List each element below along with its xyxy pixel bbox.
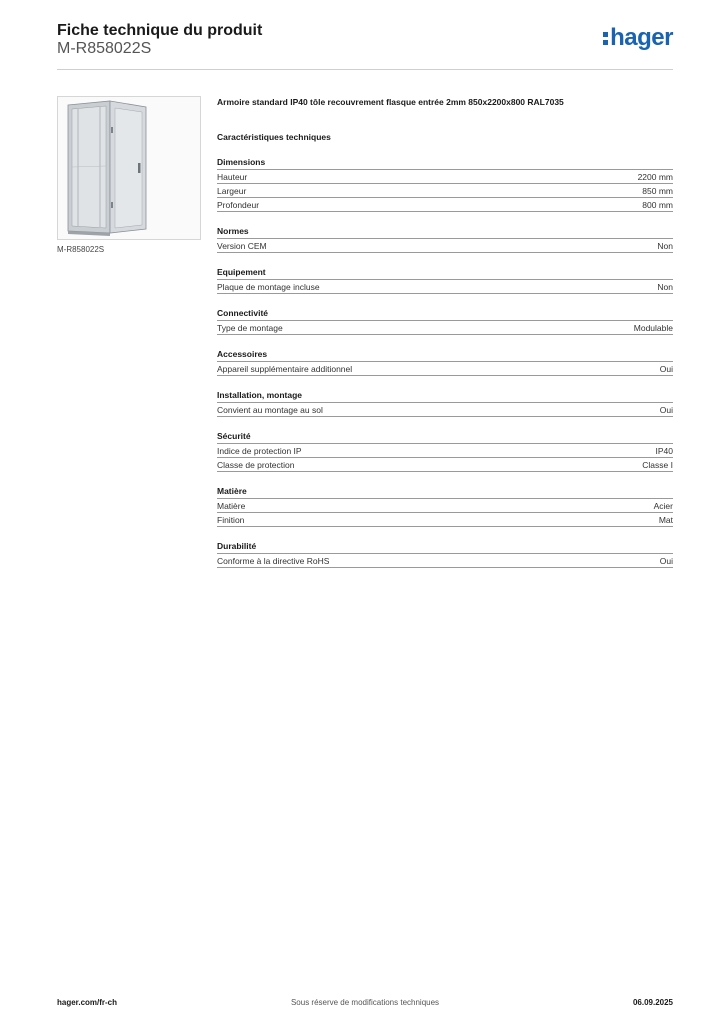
spec-value: Oui [659, 364, 673, 374]
spec-value: 850 mm [642, 186, 673, 196]
section-title: Dimensions [217, 156, 673, 170]
section-accessoires: Accessoires Appareil supplémentaire addi… [217, 348, 673, 376]
spec-value: Non [657, 282, 673, 292]
image-caption: M-R858022S [57, 245, 105, 254]
spec-value: Non [657, 241, 673, 251]
spec-label: Convient au montage au sol [217, 405, 323, 415]
section-title: Equipement [217, 266, 673, 280]
footer-website-link[interactable]: hager.com/fr-ch [57, 998, 118, 1007]
spec-label: Largeur [217, 186, 247, 196]
spec-label: Indice de protection IP [217, 446, 302, 456]
section-securite: Sécurité Indice de protection IP IP40 Cla… [217, 430, 673, 472]
spec-row: Appareil supplémentaire additionnel Oui [217, 362, 673, 376]
section-equipement: Equipement Plaque de montage incluse Non [217, 266, 673, 294]
spec-label: Matière [217, 501, 246, 511]
spec-value: Acier [653, 501, 673, 511]
section-title: Connectivité [217, 307, 673, 321]
section-title: Installation, montage [217, 389, 673, 403]
spec-row: Type de montage Modulable [217, 321, 673, 335]
technical-characteristics-title: Caractéristiques techniques [217, 132, 331, 142]
footer-notice: Sous réserve de modifications techniques [290, 998, 440, 1007]
section-title: Accessoires [217, 348, 673, 362]
spec-value: 2200 mm [637, 172, 673, 182]
spec-row: Classe de protection Classe I [217, 458, 673, 472]
section-title: Sécurité [217, 430, 673, 444]
section-durabilite: Durabilité Conforme à la directive RoHS O… [217, 540, 673, 568]
spec-value: Mat [658, 515, 673, 525]
document-title: Fiche technique du produit [57, 22, 263, 39]
spec-row: Largeur 850 mm [217, 184, 673, 198]
spec-label: Plaque de montage incluse [217, 282, 320, 292]
section-installation: Installation, montage Convient au montag… [217, 389, 673, 417]
spec-label: Conforme à la directive RoHS [217, 556, 330, 566]
spec-row: Plaque de montage incluse Non [217, 280, 673, 294]
spec-label: Profondeur [217, 200, 260, 210]
spec-row: Convient au montage au sol Oui [217, 403, 673, 417]
spec-label: Version CEM [217, 241, 267, 251]
section-title: Durabilité [217, 540, 673, 554]
section-normes: Normes Version CEM Non [217, 225, 673, 253]
cabinet-image [57, 96, 201, 240]
spec-row: Version CEM Non [217, 239, 673, 253]
footer-date: 06.09.2025 [632, 998, 673, 1007]
cabinet-image-icon [67, 100, 147, 236]
spec-label: Hauteur [217, 172, 248, 182]
spec-value: Oui [659, 556, 673, 566]
logo-dots-icon [603, 26, 609, 48]
spec-value: 800 mm [642, 200, 673, 210]
spec-label: Type de montage [217, 323, 283, 333]
product-description: Armoire standard IP40 tôle recouvrement … [217, 97, 564, 107]
spec-label: Appareil supplémentaire additionnel [217, 364, 353, 374]
section-title: Matière [217, 485, 673, 499]
document-header: Fiche technique du produit M-R858022S ha… [57, 22, 673, 70]
spec-row: Finition Mat [217, 513, 673, 527]
spec-value: Classe I [642, 460, 673, 470]
brand-logo: hager [603, 26, 673, 50]
brand-logo-text: hager [610, 24, 673, 51]
spec-row: Matière Acier [217, 499, 673, 513]
spec-label: Finition [217, 515, 245, 525]
spec-value: IP40 [655, 446, 674, 456]
spec-label: Classe de protection [217, 460, 295, 470]
spec-value: Modulable [633, 323, 673, 333]
spec-row: Profondeur 800 mm [217, 198, 673, 212]
spec-value: Oui [659, 405, 673, 415]
spec-row: Hauteur 2200 mm [217, 170, 673, 184]
spec-row: Indice de protection IP IP40 [217, 444, 673, 458]
product-details: Armoire standard IP40 tôle recouvrement … [217, 96, 673, 568]
section-connectivite: Connectivité Type de montage Modulable [217, 307, 673, 335]
section-title: Normes [217, 225, 673, 239]
document-reference: M-R858022S [57, 40, 152, 57]
spec-row: Conforme à la directive RoHS Oui [217, 554, 673, 568]
